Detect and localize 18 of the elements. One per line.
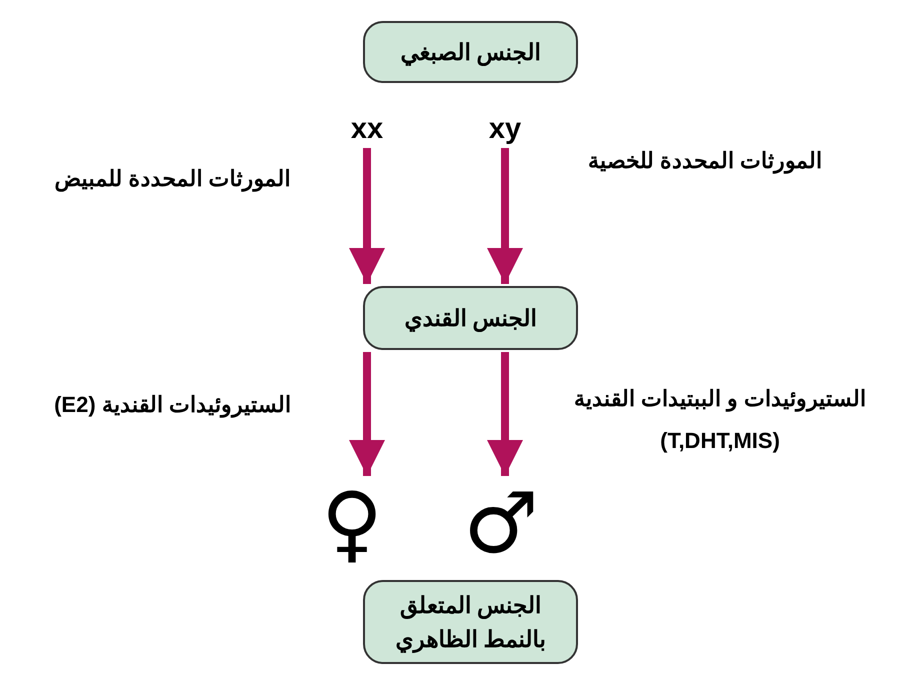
- sex-symbol: ♀: [320, 478, 384, 568]
- edge-label: المورثات المحددة للمبيض: [53, 165, 292, 194]
- edge-label: الستيروئيدات القندية (E2): [53, 391, 292, 420]
- process-box: [363, 580, 578, 664]
- sex-symbol: ♂: [465, 478, 537, 568]
- arrow: [487, 352, 523, 476]
- box-label: الجنس القندي: [403, 304, 538, 334]
- arrow: [349, 148, 385, 284]
- box-label: الجنس المتعلق بالنمط الظاهري: [394, 591, 547, 655]
- edge-label: الستيروئيدات و الببتيدات القندية (T,DHT,MIS): [572, 385, 868, 455]
- process-box: [363, 21, 578, 83]
- chromosome-label: xx: [345, 112, 389, 146]
- process-box: [363, 286, 578, 350]
- box-label: الجنس الصبغي: [399, 38, 542, 68]
- arrow: [487, 148, 523, 284]
- arrow: [349, 352, 385, 476]
- chromosome-label: xy: [483, 112, 527, 146]
- edge-label: المورثات المحددة للخصية: [586, 147, 824, 176]
